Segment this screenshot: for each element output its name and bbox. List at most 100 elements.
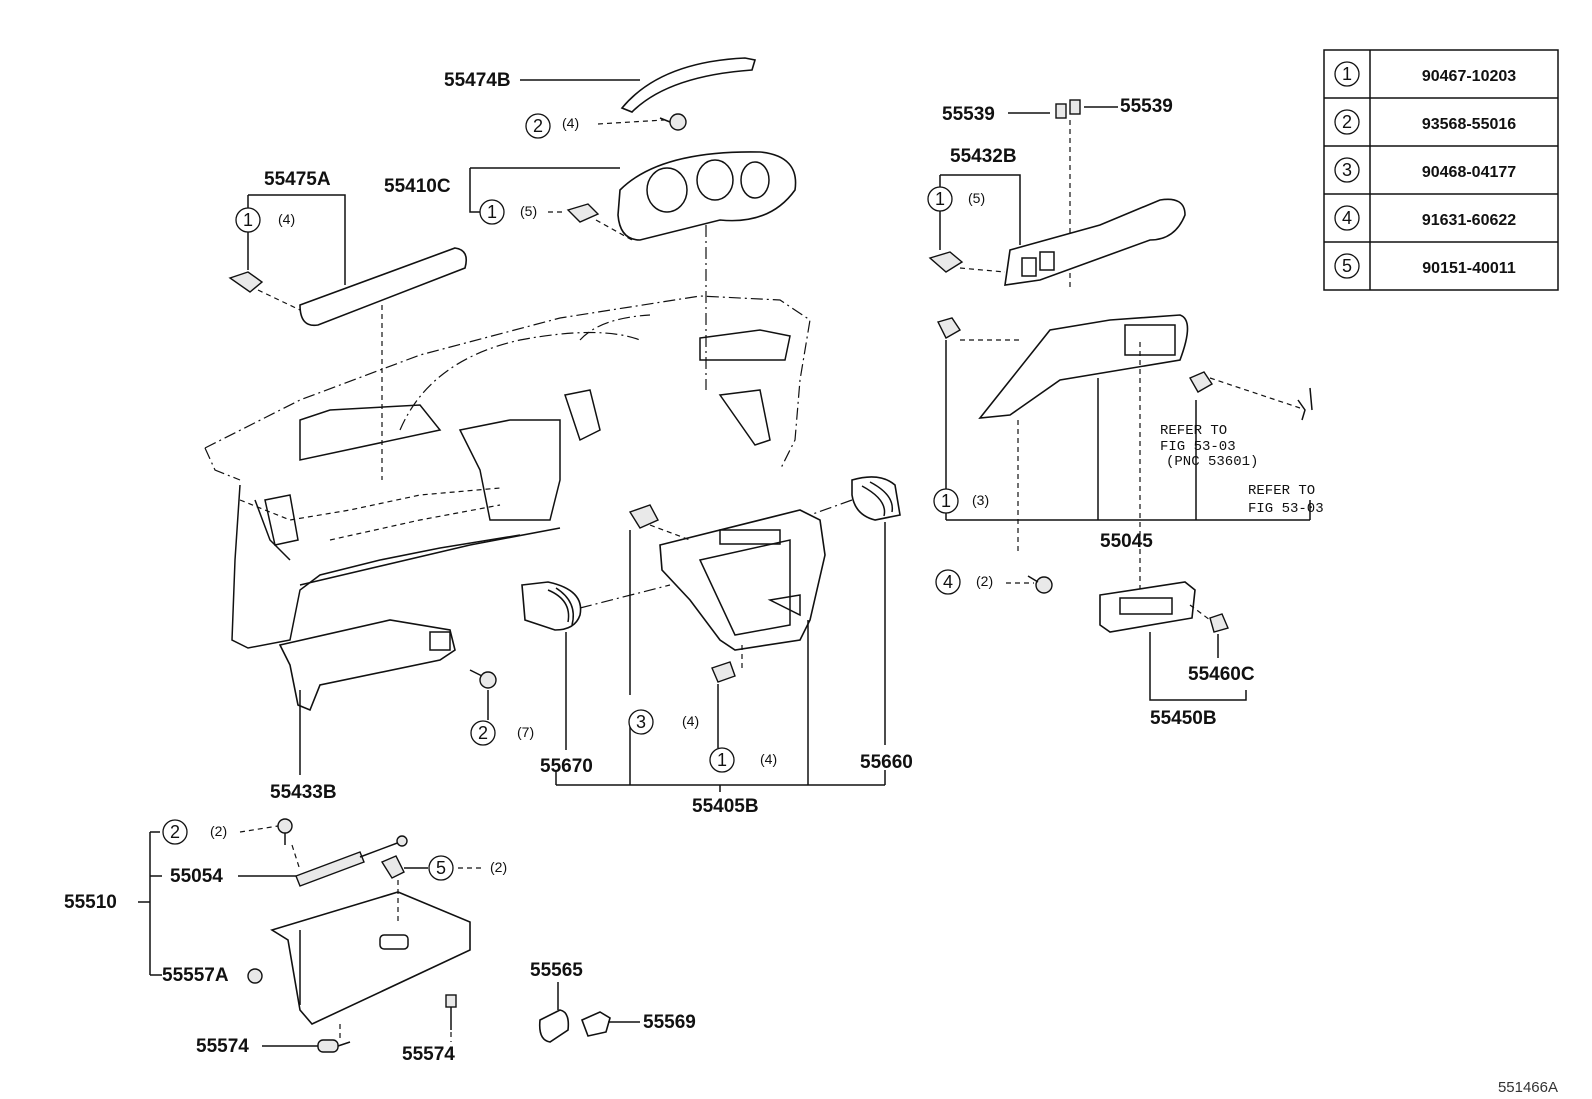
fastener-legend-table: 1 90467-10203 2 93568-55016 3 90468-0417… [1323,49,1559,291]
part-55565: 55565 [530,960,583,1043]
part-55432B: 55432B [928,146,1186,286]
callout-7: 2 (7) [470,720,534,746]
part-55045: 55045 [936,314,1313,592]
part-55569: 55569 [580,1011,696,1037]
svg-text:3: 3 [636,712,646,732]
svg-text:55569: 55569 [643,1012,696,1033]
legend-row-3: 3 90468-04177 [1334,157,1516,183]
svg-text:(4): (4) [682,713,699,729]
svg-text:1: 1 [935,189,945,209]
svg-text:55565: 55565 [530,960,583,981]
svg-text:55510: 55510 [64,892,117,913]
part-55510: 55510 55054 55557A [64,831,471,1040]
gas-strut [291,835,408,887]
clip-icon [380,855,405,879]
callout-3: 1 (5) [479,199,566,225]
refer-note-2: REFER TO FIG 53-03 [1248,483,1324,517]
screw-icon [277,818,293,845]
svg-text:91631-60622: 91631-60622 [1422,212,1516,229]
callout-8: 3 (4) [628,709,699,735]
bolt-icon [1027,575,1053,594]
svg-text:3: 3 [1342,160,1352,180]
screw-icon [469,669,497,689]
svg-text:55539: 55539 [1120,96,1173,117]
instrument-panel [204,295,811,649]
svg-text:(4): (4) [278,211,295,227]
svg-text:55474B: 55474B [444,70,511,91]
svg-text:55432B: 55432B [950,146,1017,167]
svg-text:(2): (2) [210,823,227,839]
figure-code: 551466A [1498,1079,1558,1096]
svg-text:(PNC 53601): (PNC 53601) [1166,454,1258,470]
svg-text:5: 5 [1342,256,1352,276]
legend-row-2: 2 93568-55016 [1334,109,1516,135]
svg-text:(2): (2) [490,859,507,875]
svg-text:55450B: 55450B [1150,708,1217,729]
svg-text:93568-55016: 93568-55016 [1422,116,1516,133]
svg-text:1: 1 [487,202,497,222]
svg-text:55574: 55574 [402,1044,455,1065]
legend-row-5: 5 90151-40011 [1334,253,1516,279]
svg-text:1: 1 [243,210,253,230]
svg-text:FIG 53-03: FIG 53-03 [1160,439,1236,455]
svg-text:55405B: 55405B [692,796,759,817]
svg-text:1: 1 [717,750,727,770]
callout-10: 2 (2) [162,818,293,845]
part-55405B: 55405B [555,504,886,817]
part-55574-right: 55574 [402,994,457,1065]
svg-text:90467-10203: 90467-10203 [1422,68,1516,85]
screw-icon [659,113,687,131]
svg-text:(5): (5) [968,190,985,206]
svg-text:REFER TO: REFER TO [1248,483,1315,499]
svg-text:55045: 55045 [1100,531,1153,552]
part-55475A: 55475A [228,169,468,480]
svg-text:4: 4 [1342,208,1352,228]
callout-6: 4 (2) [935,569,1053,595]
svg-text:(5): (5) [520,203,537,219]
svg-text:55460C: 55460C [1188,664,1255,685]
svg-text:(3): (3) [972,492,989,508]
svg-text:55574: 55574 [196,1036,249,1057]
callout-4: 1 (5) [927,186,985,212]
svg-text:1: 1 [1342,64,1352,84]
part-55474B: 55474B [444,57,757,113]
svg-text:5: 5 [436,858,446,878]
svg-text:(2): (2) [976,573,993,589]
svg-text:(4): (4) [562,115,579,131]
part-55660: 55660 [809,476,913,773]
legend-row-4: 4 91631-60622 [1334,205,1516,231]
legend-row-1: 1 90467-10203 [1334,61,1516,87]
callout-2: 1 (4) [235,207,295,233]
svg-text:55660: 55660 [860,752,913,773]
svg-text:90151-40011: 90151-40011 [1422,260,1516,277]
callout-11: 5 (2) [380,855,507,881]
svg-text:55670: 55670 [540,756,593,777]
svg-text:4: 4 [943,572,953,592]
svg-text:(7): (7) [517,724,534,740]
svg-text:2: 2 [1342,112,1352,132]
part-55574-left: 55574 [196,1036,351,1057]
part-55433B: 55433B [270,619,497,803]
callout-5: 1 (3) [933,488,989,514]
svg-text:55410C: 55410C [384,176,451,197]
part-55450B: 55460C 55450B [1099,581,1255,729]
svg-text:REFER TO: REFER TO [1160,423,1227,439]
svg-text:55054: 55054 [170,866,223,887]
svg-text:2: 2 [533,116,543,136]
svg-text:2: 2 [478,723,488,743]
part-55410C: 55410C [384,151,797,390]
callout-9: 1 (4) [709,747,777,773]
svg-text:55557A: 55557A [162,965,229,986]
callout-1: 2 (4) [525,113,687,139]
part-55539: 55539 55539 [942,96,1173,290]
svg-text:55433B: 55433B [270,782,337,803]
svg-text:FIG 53-03: FIG 53-03 [1248,501,1324,517]
svg-text:2: 2 [170,822,180,842]
refer-note-1: REFER TO FIG 53-03 (PNC 53601) [1160,423,1258,470]
svg-text:55539: 55539 [942,104,995,125]
svg-text:(4): (4) [760,751,777,767]
svg-text:1: 1 [941,491,951,511]
part-55670: 55670 [521,581,671,777]
svg-text:90468-04177: 90468-04177 [1422,164,1516,181]
